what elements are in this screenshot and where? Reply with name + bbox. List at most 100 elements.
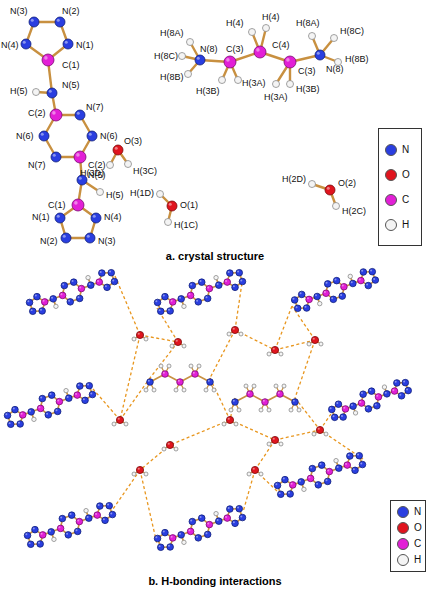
atom-sphere bbox=[331, 414, 338, 421]
atom-sphere bbox=[63, 39, 73, 49]
atom-sphere bbox=[159, 364, 163, 368]
atom-sphere bbox=[198, 279, 205, 286]
atom-highlight bbox=[188, 293, 190, 295]
atom-highlight bbox=[327, 469, 329, 471]
legend-box: NOCH bbox=[390, 500, 426, 572]
atom-sphere bbox=[167, 544, 174, 551]
atom-highlight bbox=[74, 201, 78, 205]
atom-sphere bbox=[182, 344, 186, 348]
atom-sphere bbox=[352, 467, 359, 474]
hydrogen-bond bbox=[157, 308, 178, 342]
atom-label: N(1) bbox=[32, 212, 50, 222]
atom-highlight bbox=[345, 463, 347, 465]
atom-sphere bbox=[41, 299, 48, 306]
atom-label: H(8A) bbox=[296, 18, 320, 28]
atom-label: H(2C) bbox=[342, 206, 366, 216]
atom-highlight bbox=[403, 380, 405, 382]
atom-sphere bbox=[189, 282, 196, 289]
atom-highlight bbox=[299, 480, 301, 482]
atom-highlight bbox=[41, 533, 43, 535]
atom-sphere bbox=[324, 478, 331, 485]
atom-highlight bbox=[197, 57, 200, 60]
hydrogen-bond bbox=[210, 330, 235, 378]
atom-highlight bbox=[385, 392, 387, 394]
atom-label: H(3B) bbox=[296, 84, 320, 94]
atom-sphere bbox=[167, 201, 177, 211]
atom-highlight bbox=[228, 507, 230, 509]
atom-sphere bbox=[59, 292, 66, 299]
atom-sphere bbox=[152, 388, 156, 392]
atom-sphere bbox=[187, 39, 194, 46]
hydrogen-bond bbox=[295, 398, 320, 430]
atom-sphere bbox=[254, 46, 266, 58]
atom-highlight bbox=[196, 536, 198, 538]
atom-sphere bbox=[34, 293, 41, 300]
atom-sphere bbox=[267, 352, 271, 356]
atom-highlight bbox=[77, 112, 80, 115]
atom-highlight bbox=[76, 153, 80, 157]
atom-sphere bbox=[167, 364, 171, 368]
atom-highlight bbox=[66, 533, 68, 535]
atom-highlight bbox=[46, 413, 48, 415]
atom-highlight bbox=[351, 281, 353, 283]
atom-highlight bbox=[115, 147, 118, 150]
atom-highlight bbox=[78, 384, 80, 386]
atom-highlight bbox=[159, 545, 161, 547]
atom-sphere bbox=[359, 461, 366, 468]
panel-caption: a. crystal structure bbox=[166, 250, 264, 263]
atom-sphere bbox=[52, 537, 56, 541]
legend-swatch bbox=[397, 522, 409, 534]
atom-highlight bbox=[317, 52, 320, 55]
atom-sphere bbox=[187, 528, 194, 535]
legend-swatch bbox=[397, 538, 409, 550]
atom-sphere bbox=[132, 472, 136, 476]
hydrogen-bond bbox=[140, 470, 157, 544]
atom-sphere bbox=[214, 275, 218, 279]
atom-sphere bbox=[247, 472, 251, 476]
atom-highlight bbox=[206, 296, 208, 298]
atom-highlight bbox=[56, 409, 58, 411]
atom-highlight bbox=[31, 19, 34, 22]
atom-sphere bbox=[195, 55, 205, 65]
atom-sphere bbox=[91, 213, 101, 223]
atom-sphere bbox=[319, 342, 323, 346]
atom-highlight bbox=[253, 468, 255, 470]
atom-highlight bbox=[27, 300, 29, 302]
atom-label: H(8A) bbox=[160, 28, 184, 38]
illustration-group bbox=[4, 17, 411, 551]
atom-label: H(4) bbox=[226, 18, 244, 28]
atom-highlight bbox=[21, 413, 23, 415]
atom-label: H(8B) bbox=[345, 54, 369, 64]
atom-label: H(8C) bbox=[340, 26, 364, 36]
atom-label: H(5) bbox=[106, 190, 124, 200]
atom-sphere bbox=[65, 532, 72, 539]
atom-highlight bbox=[375, 404, 377, 406]
atom-highlight bbox=[359, 278, 361, 280]
atom-highlight bbox=[68, 300, 70, 302]
atom-sphere bbox=[87, 282, 94, 289]
atom-highlight bbox=[97, 280, 99, 282]
atom-label: N(5) bbox=[62, 80, 80, 90]
atom-sphere bbox=[347, 453, 354, 460]
atom-highlight bbox=[193, 372, 195, 374]
atom-sphere bbox=[214, 511, 218, 515]
atom-highlight bbox=[51, 297, 53, 299]
atom-sphere bbox=[333, 203, 340, 210]
atom-highlight bbox=[29, 542, 31, 544]
atom-sphere bbox=[74, 151, 86, 163]
atom-sphere bbox=[262, 399, 269, 406]
legend-row: C bbox=[385, 187, 421, 212]
atom-sphere bbox=[274, 482, 281, 489]
atom-sphere bbox=[204, 295, 211, 302]
legend-row: N bbox=[397, 504, 425, 520]
atom-highlight bbox=[353, 468, 355, 470]
atom-highlight bbox=[357, 454, 359, 456]
atom-sphere bbox=[224, 515, 231, 522]
atom-highlight bbox=[341, 415, 343, 417]
atom-sphere bbox=[302, 487, 306, 491]
atom-highlight bbox=[233, 328, 235, 330]
atom-highlight bbox=[366, 283, 368, 285]
atom-sphere bbox=[28, 409, 35, 416]
atom-highlight bbox=[300, 292, 302, 294]
atom-highlight bbox=[178, 380, 180, 382]
